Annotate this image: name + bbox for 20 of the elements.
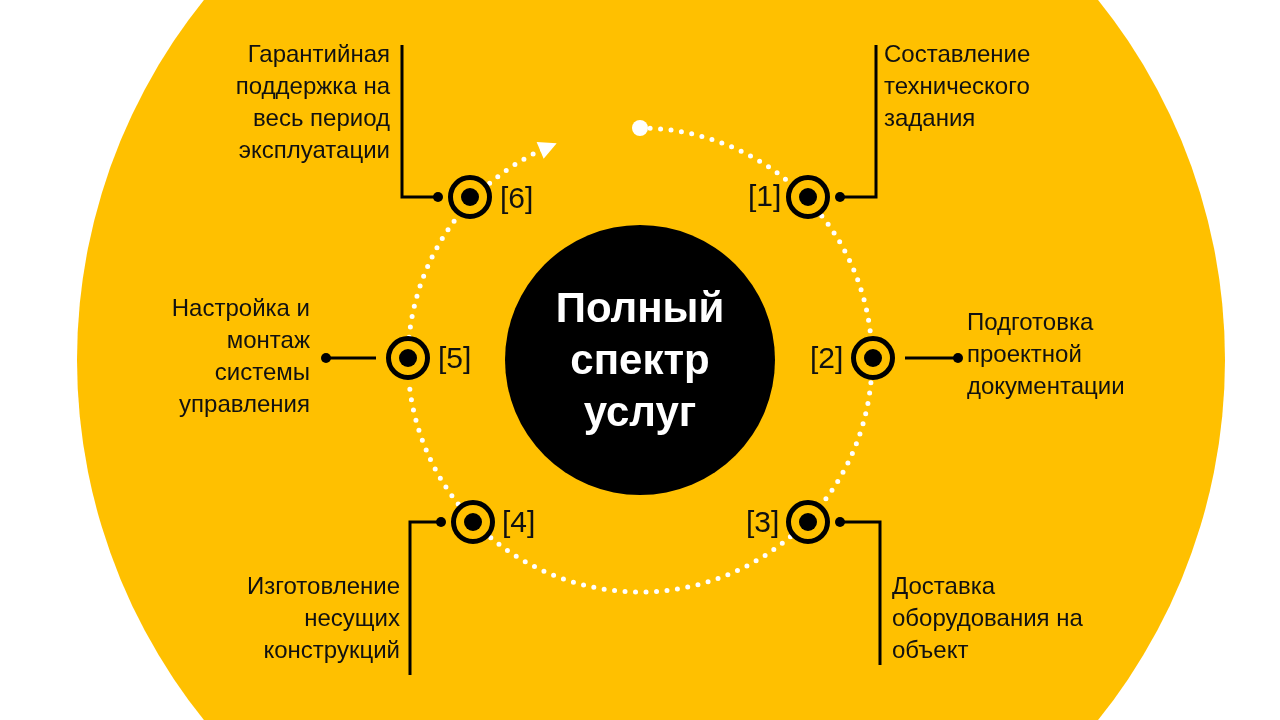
leader-line xyxy=(408,517,446,675)
step-number: [3] xyxy=(746,504,780,540)
leader-line xyxy=(400,45,443,202)
step-description: Изготовление несущих конструкций xyxy=(180,570,400,666)
step-number: [5] xyxy=(438,340,472,376)
leader-line xyxy=(835,45,878,202)
step-description: Гарантийная поддержка на весь период эксплуатации xyxy=(190,38,390,166)
step-description: Настройка и монтаж системы управления xyxy=(160,292,310,420)
dotted-arrow xyxy=(487,142,557,186)
step-description: Составление технического задания xyxy=(884,38,1084,134)
center-title: Полный спектр услуг xyxy=(554,283,726,437)
step-description: Подготовка проектной документации xyxy=(967,306,1177,402)
leader-line xyxy=(321,353,376,363)
step-number: [6] xyxy=(500,180,534,216)
leader-line xyxy=(905,353,963,363)
step-description: Доставка оборудования на объект xyxy=(892,570,1132,666)
step-number: [4] xyxy=(502,504,536,540)
step-number: [1] xyxy=(748,178,782,214)
step-number: [2] xyxy=(810,340,844,376)
leader-line xyxy=(835,517,882,665)
